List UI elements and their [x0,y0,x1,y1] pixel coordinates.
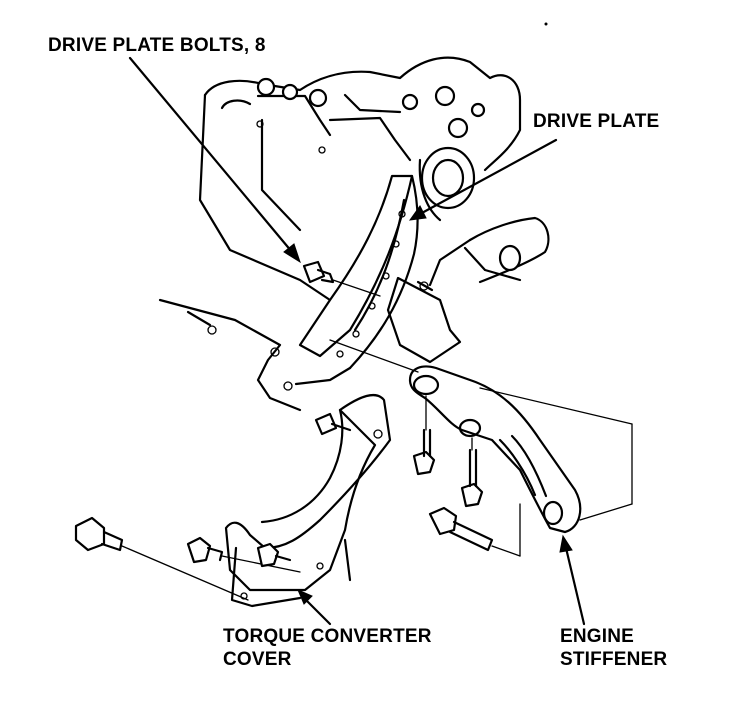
engine-stiffener [329,339,633,534]
cover-bolts [74,516,301,601]
callout-leaders [128,56,586,626]
label-tcc-line2: COVER [223,649,292,670]
label-torque-converter-cover: TORQUE CONVERTER COVER [223,625,432,671]
drive-plate-bolt [302,260,381,297]
stiffener-bolts [412,395,521,557]
label-engine-stiffener: ENGINE STIFFENER [560,625,667,671]
label-drive-plate-text: DRIVE PLATE [533,111,660,132]
label-stiffener-line1: ENGINE [560,626,635,647]
speck [544,22,548,26]
torque-converter-cover [224,393,392,608]
engine-block [158,56,550,412]
label-drive-plate-bolts: DRIVE PLATE BOLTS, 8 [48,34,266,57]
label-tcc-line1: TORQUE CONVERTER [223,626,432,647]
drive-plate [294,174,462,386]
label-stiffener-line2: STIFFENER [560,649,668,670]
label-drive-plate-bolts-text: DRIVE PLATE BOLTS, 8 [48,35,266,56]
label-drive-plate: DRIVE PLATE [533,110,659,133]
